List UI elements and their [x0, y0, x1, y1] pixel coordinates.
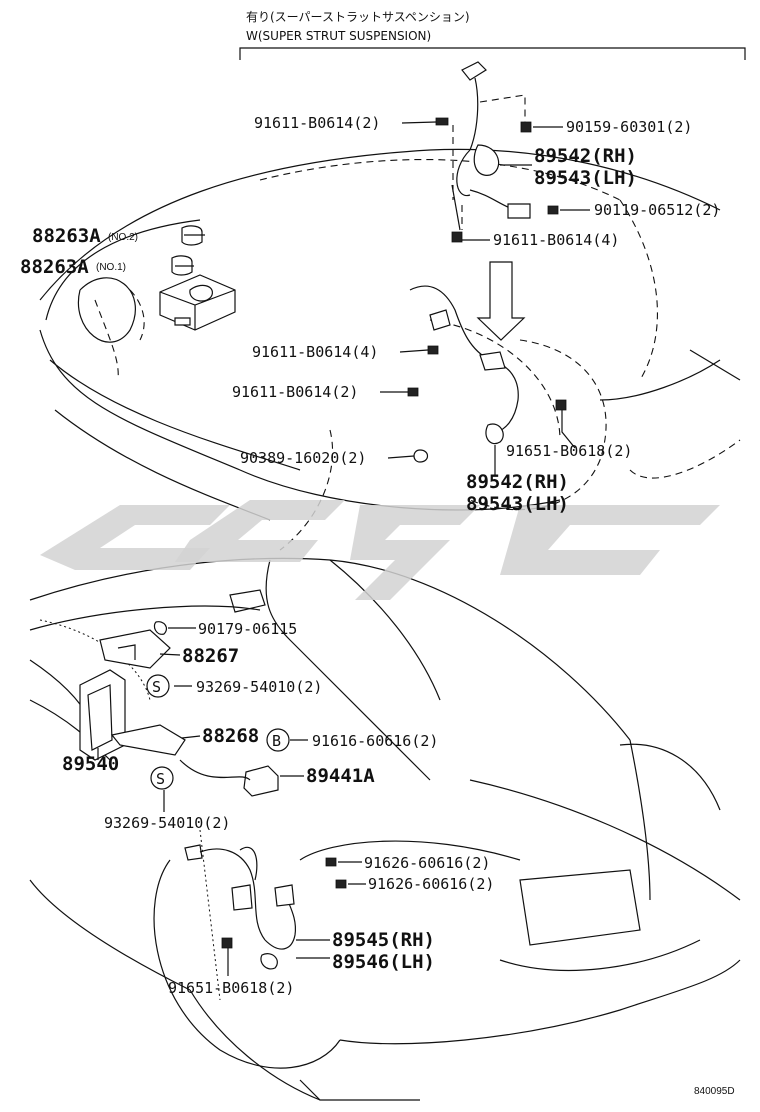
symbol-b: B: [272, 732, 281, 750]
symbol-s-circle-2: [150, 766, 174, 790]
diagram-id: 840095D: [694, 1086, 735, 1097]
label-93269-54010-lower: 93269-54010(2): [104, 814, 230, 832]
bolt-91651-front: [555, 399, 567, 411]
bolt-91611-lower: [451, 231, 463, 243]
speed-sensor-upper: [451, 61, 531, 231]
rear-car-outline: [29, 557, 741, 1101]
bolt-91611-upper: [435, 117, 449, 126]
label-91626-60616-a: 91626-60616(2): [364, 854, 490, 872]
label-88263a-no1-qualifier: (NO.1): [96, 262, 126, 273]
label-89540: 89540: [62, 753, 119, 775]
bolt-90119: [547, 205, 559, 215]
label-90179-06115: 90179-06115: [198, 620, 297, 638]
label-91611-b0614-4-mid: 91611-B0614(4): [252, 343, 378, 361]
label-91611-b0614-2-top: 91611-B0614(2): [254, 114, 380, 132]
label-89441a: 89441A: [306, 765, 375, 787]
label-89543-lh-top: 89543(LH): [534, 167, 637, 189]
grommet-90389: [413, 449, 429, 463]
label-88267: 88267: [182, 645, 239, 667]
label-89546-lh: 89546(LH): [332, 951, 435, 973]
label-89542-rh-mid: 89542(RH): [466, 471, 569, 493]
bolt-91651-rear: [221, 937, 233, 949]
label-91651-b0618-front: 91651-B0618(2): [506, 442, 632, 460]
rear-harness: [184, 844, 297, 970]
symbol-s-1: S: [152, 678, 161, 696]
bolt-91626-a: [325, 857, 337, 867]
label-91611-b0614-2-mid: 91611-B0614(2): [232, 383, 358, 401]
label-89543-lh-mid: 89543(LH): [466, 493, 569, 515]
bolt-front-4: [427, 345, 439, 355]
label-91651-b0618-rear: 91651-B0618(2): [168, 979, 294, 997]
option-note-jp: 有り(スーパーストラットサスペンション): [246, 10, 470, 24]
label-90119-06512: 90119-06512(2): [594, 201, 720, 219]
label-88263a-no1: 88263A: [20, 256, 89, 278]
label-89545-rh: 89545(RH): [332, 929, 435, 951]
label-90389-16020: 90389-16020(2): [240, 449, 366, 467]
relay-box: [159, 225, 236, 331]
option-bracket: [239, 47, 746, 60]
front-harness: [409, 285, 519, 445]
rear-brackets: [79, 621, 279, 797]
label-91616-60616: 91616-60616(2): [312, 732, 438, 750]
label-91626-60616-b: 91626-60616(2): [368, 875, 494, 893]
symbol-s-circle-1: [146, 674, 170, 698]
symbol-b-circle: [266, 728, 290, 752]
label-88268: 88268: [202, 725, 259, 747]
label-88263a-no2: 88263A: [32, 225, 101, 247]
symbol-s-2: S: [156, 770, 165, 788]
label-91611-b0614-4-top: 91611-B0614(4): [493, 231, 619, 249]
watermark-logo: [40, 500, 720, 600]
label-89542-rh-top: 89542(RH): [534, 145, 637, 167]
leader-lines: [97, 121, 590, 976]
bolt-front-2: [407, 387, 419, 397]
down-arrow: [476, 261, 526, 341]
bolt-90159: [520, 121, 532, 133]
label-93269-54010-upper: 93269-54010(2): [196, 678, 322, 696]
bolt-91626-b: [335, 879, 347, 889]
label-90159-60301: 90159-60301(2): [566, 118, 692, 136]
option-note-en: W(SUPER STRUT SUSPENSION): [246, 29, 431, 43]
label-88263a-no2-qualifier: (NO.2): [108, 232, 138, 243]
